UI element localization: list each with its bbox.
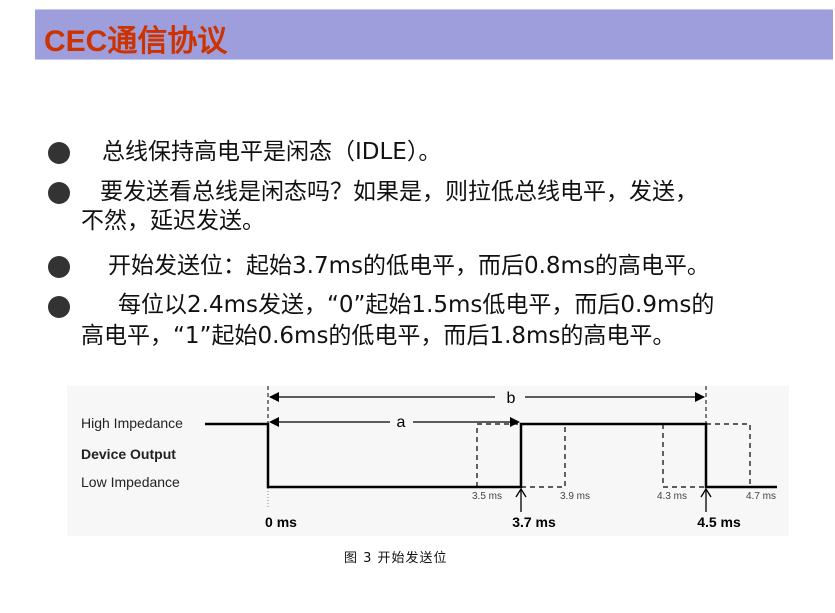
slide-title-bar: CEC通信协议	[35, 9, 833, 60]
bullet-circle-icon	[48, 296, 70, 318]
bullet-circle-icon	[48, 182, 70, 204]
tick-3-9ms: 3.9 ms	[560, 491, 590, 502]
bullet-text: 不然，延迟发送。	[81, 208, 265, 234]
tick-4-7ms: 4.7 ms	[746, 491, 776, 502]
slide-title: CEC通信协议	[44, 25, 228, 58]
bullet-text: 总线保持高电平是闲态（IDLE）。	[102, 139, 442, 165]
waveform-solid	[205, 422, 777, 489]
bullet-circle-icon	[48, 142, 70, 164]
tick-0ms: 0 ms	[265, 514, 297, 530]
up-arrow-icon	[515, 487, 712, 512]
bullet-text: 开始发送位：起始3.7ms的低电平，而后0.8ms的高电平。	[108, 253, 710, 279]
label-low-impedance: Low Impedance	[81, 474, 180, 490]
bullet-circle-icon	[48, 256, 70, 278]
svg-text:a: a	[397, 414, 406, 431]
label-device-output: Device Output	[81, 446, 176, 462]
interval-b-arrow: b	[269, 390, 705, 407]
svg-text:b: b	[507, 390, 516, 407]
tick-3-7ms: 3.7 ms	[512, 514, 556, 530]
interval-a-arrow: a	[269, 414, 520, 431]
label-high-impedance: High Impedance	[81, 415, 183, 431]
bullet-text: 每位以2.4ms发送，“0”起始1.5ms低电平，而后0.9ms的	[118, 292, 715, 318]
tick-3-5ms: 3.5 ms	[472, 491, 502, 502]
tolerance-window	[476, 423, 751, 488]
figure-caption: 图 3 开始发送位	[344, 551, 448, 566]
bullet-text: 高电平，“1”起始0.6ms的低电平，而后1.8ms的高电平。	[81, 323, 676, 349]
bullet-text: 要发送看总线是闲态吗？如果是，则拉低总线电平，发送，	[100, 179, 698, 205]
timing-diagram-panel	[67, 386, 789, 536]
tick-4-5ms: 4.5 ms	[697, 514, 741, 530]
tick-4-3ms: 4.3 ms	[657, 491, 687, 502]
